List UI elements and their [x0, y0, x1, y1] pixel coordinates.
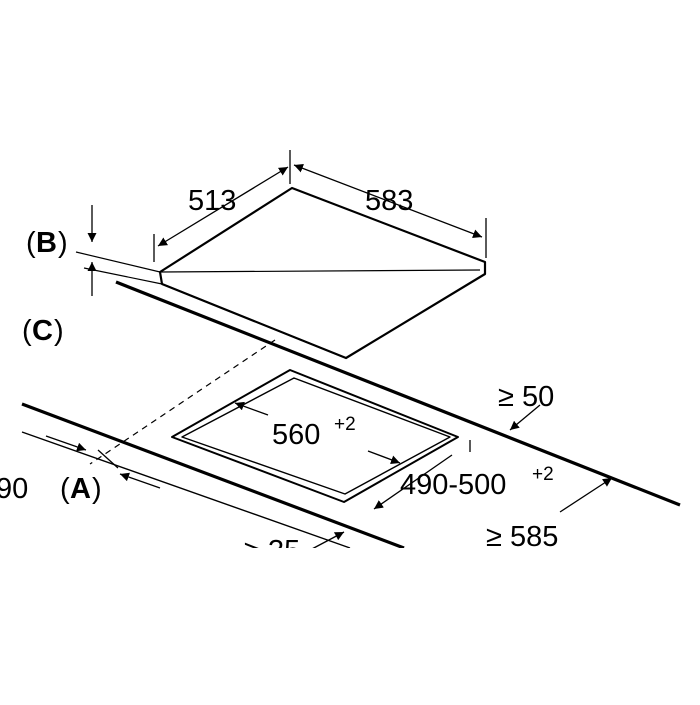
- label-c-open: (: [22, 315, 32, 347]
- label-b-open: (: [26, 227, 36, 259]
- countertop-rear-edge: [115, 280, 681, 507]
- alignment-dashed-line: [89, 339, 276, 465]
- countertop-lines: [21, 251, 681, 550]
- label-min-rear-50: ≥ 50: [498, 381, 554, 413]
- cutout-outline: [171, 369, 459, 503]
- countertop-front-underside: [21, 431, 351, 549]
- label-b-close: ): [58, 227, 68, 259]
- label-b: B: [36, 227, 57, 259]
- label-c-close: ): [54, 315, 64, 347]
- bottom-blank-area: [0, 548, 700, 700]
- label-min-front-585: ≥ 585: [486, 521, 558, 553]
- label-a: A: [70, 473, 91, 505]
- label-partial-90: 90: [0, 473, 28, 505]
- label-a-close: ): [92, 473, 102, 505]
- label-cutout-width-tolerance: +2: [334, 414, 356, 435]
- thickness-line-bottom: [83, 267, 163, 285]
- label-cutout-depth-tolerance: +2: [532, 464, 554, 485]
- label-cutout-width-560: 560: [272, 419, 320, 451]
- label-depth-513: 513: [188, 185, 236, 217]
- label-cutout-depth-490-500: 490-500: [400, 469, 506, 501]
- thickness-line-top: [75, 251, 161, 273]
- countertop-front-edge: [21, 402, 405, 550]
- label-c: C: [32, 315, 53, 347]
- label-width-583: 583: [365, 185, 413, 217]
- dimension-lines: [45, 150, 613, 551]
- label-a-open: (: [60, 473, 70, 505]
